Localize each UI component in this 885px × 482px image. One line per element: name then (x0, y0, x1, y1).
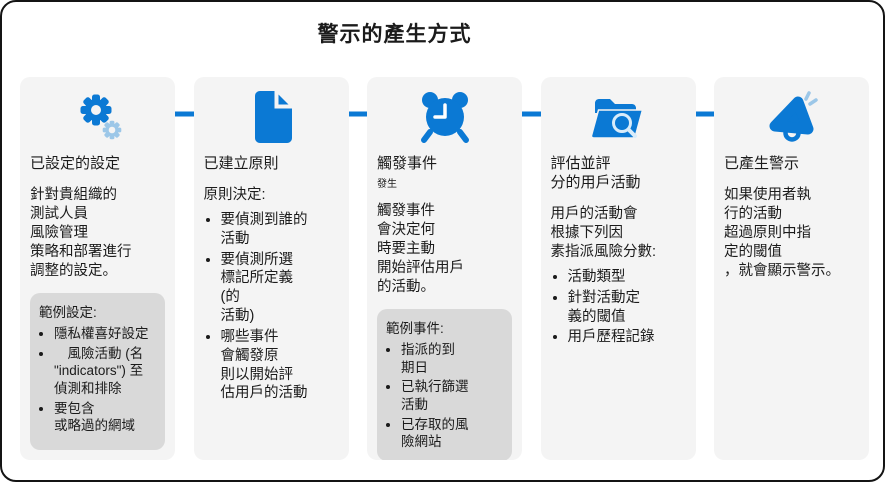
card-configured-settings: 已設定的設定 針對貴組織的 測試人員 風險管理 策略和部署進行 調整的設定。 範… (20, 77, 175, 460)
note-heading: 範例事件: (386, 321, 444, 337)
list-item: 已執行篩選 活動 (401, 378, 506, 413)
list-item: 針對活動定 義的閾值 (568, 289, 686, 327)
card-title: 已建立原則 (203, 155, 279, 172)
note-heading: 範例設定: (39, 305, 97, 321)
card-body: 針對貴組織的 測試人員 風險管理 策略和部署進行 調整的設定。 (30, 186, 132, 280)
card-lead: 用戶的活動會 根據下列因 素指派風險分數: (550, 205, 657, 260)
card-title: 評估並評 分的用戶活動 (550, 155, 641, 191)
card-body: 觸發事件 會決定何 時要主動 開始評估用戶 的活動。 (377, 202, 464, 296)
card-policy-created: 已建立原則 原則決定: 要偵測到誰的 活動要偵測所選 標記所定義 (的 活動)哪… (193, 77, 349, 460)
list-item: 隱私權喜好設定 (54, 325, 159, 343)
megaphone-icon (769, 91, 818, 142)
cards-row: 已設定的設定 針對貴組織的 測試人員 風險管理 策略和部署進行 調整的設定。 範… (20, 77, 869, 460)
bullet-list: 要偵測到誰的 活動要偵測所選 標記所定義 (的 活動)哪些事件 會觸發原 則以開… (204, 209, 339, 405)
list-item: 要偵測到誰的 活動 (221, 211, 339, 249)
card-title: 已設定的設定 (30, 155, 121, 172)
note-list: 指派的到 期日已執行篩選 活動已存取的風 險網站 (386, 341, 506, 450)
card-evaluate-score: 評估並評 分的用戶活動 用戶的活動會 根據下列因 素指派風險分數: 活動類型針對… (540, 77, 696, 460)
gears-icon (80, 94, 121, 140)
card-body: 如果使用者執 行的活動 超過原則中指 定的閾值 ，就會顯示警示。 (724, 186, 840, 280)
document-icon (255, 90, 293, 143)
example-settings-box: 範例設定: 隱私權喜好設定 風險活動 (名 "indicators") 至 偵測… (30, 293, 165, 450)
alarm-clock-icon (420, 92, 469, 143)
note-list: 隱私權喜好設定 風險活動 (名 "indicators") 至 偵測和排除要包含… (39, 325, 159, 434)
card-title: 已產生警示 (724, 155, 800, 172)
list-item: 風險活動 (名 "indicators") 至 偵測和排除 (54, 345, 159, 398)
folder-search-icon (590, 99, 644, 139)
list-item: 指派的到 期日 (401, 341, 506, 376)
card-alert-generated: 已產生警示 如果使用者執 行的活動 超過原則中指 定的閾值 ，就會顯示警示。 (714, 77, 869, 460)
card-triggering-event: 觸發事件 發生 觸發事件 會決定何 時要主動 開始評估用戶 的活動。 範例事件:… (367, 77, 522, 460)
card-title: 觸發事件 (377, 155, 438, 172)
card-subtitle: 發生 (377, 178, 397, 190)
list-item: 哪些事件 會觸發原 則以開始評 估用戶的活動 (221, 328, 339, 403)
example-events-box: 範例事件: 指派的到 期日已執行篩選 活動已存取的風 險網站 (377, 309, 512, 460)
bullet-list: 活動類型針對活動定 義的閾值用戶歷程記錄 (551, 266, 686, 349)
page-title: 警示的產生方式 (317, 23, 472, 46)
list-item: 要偵測所選 標記所定義 (的 活動) (221, 251, 339, 326)
list-item: 用戶歷程記錄 (568, 328, 686, 347)
list-item: 要包含 或略過的網域 (54, 400, 159, 435)
card-lead: 原則決定: (203, 186, 266, 203)
list-item: 已存取的風 險網站 (401, 416, 506, 451)
list-item: 活動類型 (568, 268, 686, 287)
